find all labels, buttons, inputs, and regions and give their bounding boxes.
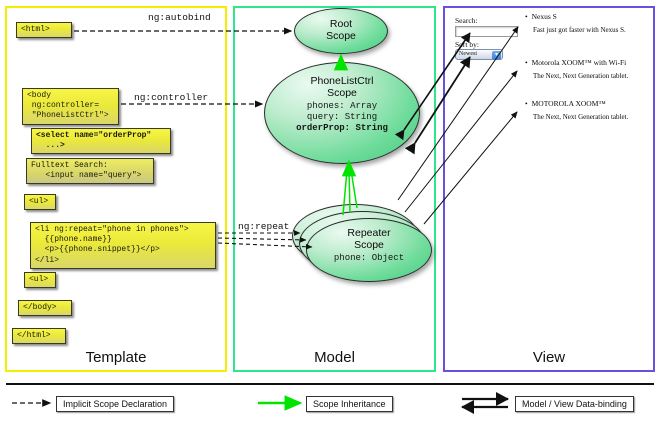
phone-name: Nexus S [525,12,626,21]
scope-ctrl-prop-query: query: String [306,112,378,123]
chevron-down-icon: ▾ [492,51,501,60]
phone-snippet: Fast just got faster with Nexus S. [533,26,626,34]
search-label: Search: [455,16,478,25]
legend-label-inheritance: Scope Inheritance [306,396,393,412]
legend-label-implicit: Implicit Scope Declaration [56,396,175,412]
scope-ctrl-prop-phones: phones: Array [306,101,378,112]
scope-repeater-title-2: Scope [354,239,384,252]
code-box-body-close: </body> [18,300,72,317]
code-box-select: <select name="orderProp" ...> [31,128,171,155]
connector-label-repeat: ng:repeat [238,221,290,232]
sort-select-value: Newest [459,51,477,57]
code-box-fulltext-search: Fulltext Search: <input name="query"> [26,158,154,185]
code-box-html-close: </html> [12,328,66,345]
scope-ctrl-prop-orderprop: orderProp: String [296,122,388,133]
phone-snippet: The Next, Next Generation tablet. [533,113,629,121]
code-box-body-open: <body ng:controller= "PhoneListCtrl"> [22,88,119,125]
scope-root-title-1: Root [329,18,353,30]
sort-label: Sort by: [455,40,479,49]
code-box-li-repeat: <li ng:repeat="phone in phones"> {{phone… [30,222,216,269]
scope-ctrl-title-1: PhoneListCtrl [310,75,374,87]
scope-repeater-prop-phone: phone: Object [333,253,405,264]
phone-name: MOTOROLA XOOM™ [525,99,628,108]
code-box-ul-open: <ul> [24,194,56,211]
code-box-ul-close: <ul> [24,272,56,289]
sort-select[interactable]: Newest ▾ [455,49,503,60]
phone-name: Motorola XOOM™ with Wi-Fi [525,58,628,67]
list-item[interactable]: Nexus S Fast just got faster with Nexus … [525,12,626,34]
scope-repeater-title-1: Repeater [347,227,391,239]
scope-root-title-2: Scope [326,30,356,43]
panel-model: Model [233,6,436,372]
panel-title-template: Template [85,349,147,366]
legend-glyph-databinding [460,391,510,415]
panel-title-view: View [532,349,566,366]
legend-divider [6,383,654,385]
scope-repeater: Repeater Scope phone: Object [306,218,432,282]
scope-phonelistctrl: PhoneListCtrl Scope phones: Array query:… [264,62,420,164]
connector-label-autobind: ng:autobind [148,12,211,23]
code-box-html-open: <html> [16,22,72,39]
panel-title-model: Model [314,349,355,366]
scope-root: Root Scope [294,8,388,54]
list-item[interactable]: Motorola XOOM™ with Wi-Fi The Next, Next… [525,58,629,80]
scope-ctrl-props: phones: Array query: String orderProp: S… [265,101,419,133]
scope-repeater-props: phone: Object [307,253,431,264]
scope-ctrl-title-2: Scope [327,87,357,100]
legend-label-databinding: Model / View Data-binding [515,396,634,412]
search-input[interactable] [455,26,518,37]
panel-template: Template [5,6,227,372]
list-item[interactable]: MOTOROLA XOOM™ The Next, Next Generation… [525,99,629,121]
phone-snippet: The Next, Next Generation tablet. [533,72,629,80]
connector-label-controller: ng:controller [134,92,209,103]
